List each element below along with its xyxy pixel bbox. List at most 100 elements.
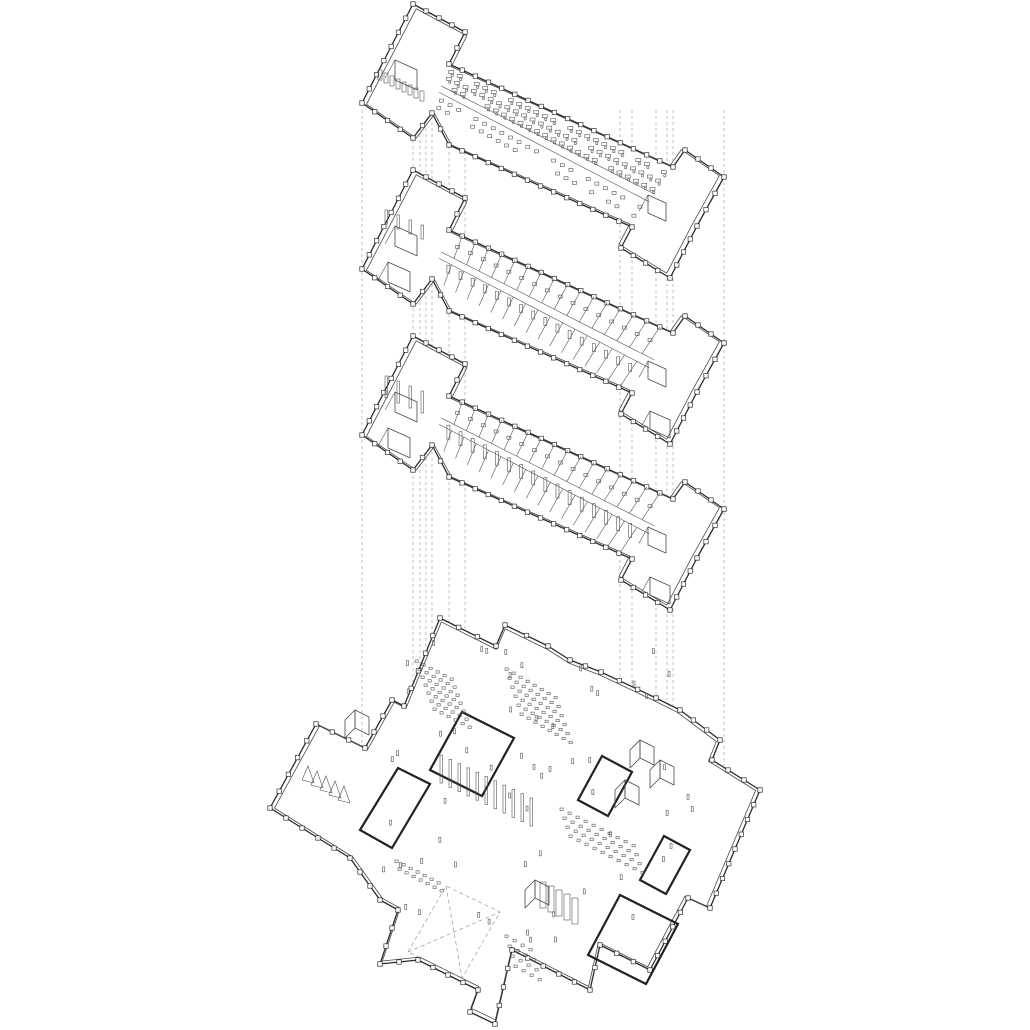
chair (473, 92, 477, 96)
archive-rack (539, 881, 547, 909)
column (726, 861, 732, 867)
room-desk (493, 429, 499, 434)
seat (623, 840, 628, 844)
seat (454, 706, 459, 710)
column (410, 467, 416, 473)
column (395, 29, 401, 35)
desk (563, 133, 569, 138)
figure (382, 866, 386, 873)
desk (495, 138, 501, 143)
seat (452, 685, 457, 689)
column (347, 855, 353, 861)
column (694, 223, 700, 229)
column (472, 239, 478, 245)
desk (614, 204, 620, 209)
seat (575, 815, 580, 819)
seat (519, 712, 524, 716)
column (329, 729, 335, 735)
seat (544, 719, 549, 723)
seat (532, 683, 537, 687)
column (537, 349, 544, 355)
column (635, 686, 641, 692)
seat (414, 659, 419, 663)
column (456, 624, 462, 630)
seat (504, 667, 509, 671)
seat (542, 696, 547, 700)
stair-core-edge (638, 526, 649, 544)
shelf (377, 69, 383, 81)
meeting-cube-edge (377, 261, 389, 281)
seat (621, 854, 626, 858)
column (582, 663, 589, 669)
seat (513, 964, 518, 968)
column (419, 454, 426, 461)
seat (440, 698, 445, 702)
chair (586, 157, 590, 161)
column (618, 577, 624, 583)
column (564, 527, 570, 533)
figure (404, 904, 407, 910)
column (485, 160, 491, 166)
seat (589, 837, 594, 841)
seat (637, 862, 642, 866)
book-stack (529, 797, 533, 827)
column (499, 85, 505, 91)
column (511, 171, 517, 177)
seat (401, 863, 406, 867)
column (537, 183, 544, 189)
seat (434, 682, 439, 686)
figure (596, 690, 599, 696)
seat (467, 725, 472, 729)
chair (552, 122, 556, 126)
seat (520, 698, 525, 702)
seat (439, 711, 444, 715)
floor-level-top (359, 1, 727, 281)
desk (613, 158, 620, 163)
desk (490, 126, 496, 131)
desk (534, 129, 540, 133)
column (577, 533, 583, 539)
chair (612, 150, 616, 154)
room-furniture (519, 464, 523, 479)
column (384, 449, 391, 456)
chair (476, 85, 480, 89)
column (677, 707, 683, 713)
column (499, 251, 505, 257)
column (449, 22, 455, 28)
column (359, 100, 365, 106)
column (395, 907, 401, 913)
floor-level-middle (359, 333, 727, 613)
partition (466, 242, 476, 265)
room-furniture (567, 330, 572, 339)
column (738, 831, 744, 837)
shelf (419, 90, 425, 102)
column (670, 496, 676, 502)
partition (490, 290, 502, 313)
column (644, 484, 650, 490)
desk (583, 154, 590, 158)
chair (578, 134, 582, 138)
column (667, 607, 673, 613)
chair (532, 121, 536, 125)
column (423, 650, 429, 656)
column (449, 354, 455, 360)
seat (586, 828, 591, 832)
column (511, 503, 517, 509)
column (695, 322, 701, 328)
hall-diagonal (445, 885, 463, 979)
partition (525, 475, 539, 499)
seat (515, 949, 520, 953)
walled-room (576, 754, 634, 818)
partition (549, 322, 563, 347)
column (703, 539, 709, 545)
desk (563, 176, 569, 181)
column (674, 594, 680, 600)
chair (535, 114, 539, 118)
wing-cabinet (384, 209, 388, 225)
seat (565, 732, 570, 736)
seat (523, 953, 528, 957)
desk (492, 108, 499, 113)
column (429, 110, 435, 116)
chair (590, 149, 594, 153)
seat (583, 819, 588, 823)
